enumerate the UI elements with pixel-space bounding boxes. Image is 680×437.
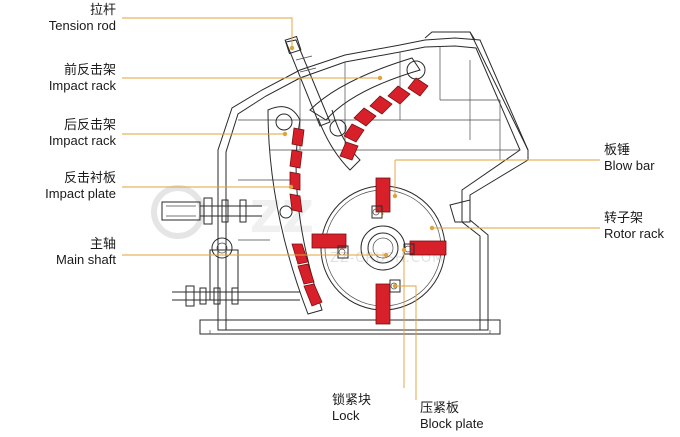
label-tension-rod: 拉杆 Tension rod bbox=[48, 3, 116, 34]
label-tension-rod-zh: 拉杆 bbox=[89, 3, 116, 18]
adjusting-mechanism-lower bbox=[172, 285, 300, 307]
label-block-plate-en: Block plate bbox=[420, 415, 484, 431]
label-rotor-rack-zh: 转子架 bbox=[604, 211, 644, 226]
crusher-housing bbox=[199, 31, 529, 335]
label-rotor-rack: 转子架 Rotor rack bbox=[604, 211, 664, 242]
label-lock-en: Lock bbox=[332, 407, 360, 423]
label-rear-impact-rack-en: Impact rack bbox=[48, 132, 116, 148]
label-blow-bar: 板锤 Blow bar bbox=[604, 143, 655, 174]
label-blow-bar-zh: 板锤 bbox=[604, 143, 631, 158]
label-front-impact-rack-en: Impact rack bbox=[48, 77, 116, 93]
label-main-shaft-en: Main shaft bbox=[56, 251, 116, 267]
label-front-impact-rack: 前反击架 Impact rack bbox=[48, 63, 116, 94]
label-block-plate: 压紧板 Block plate bbox=[420, 401, 484, 432]
label-front-impact-rack-zh: 前反击架 bbox=[63, 63, 116, 78]
label-impact-plate: 反击衬板 Impact plate bbox=[45, 171, 116, 202]
tension-rod bbox=[284, 35, 331, 127]
front-impact-liners bbox=[339, 77, 429, 161]
adjusting-mechanism-upper bbox=[161, 197, 262, 225]
svg-text:ZZ: ZZ bbox=[250, 192, 314, 243]
label-lock: 锁紧块 Lock bbox=[332, 393, 372, 424]
label-rotor-rack-en: Rotor rack bbox=[604, 225, 664, 241]
label-tension-rod-en: Tension rod bbox=[48, 17, 116, 33]
label-impact-plate-zh: 反击衬板 bbox=[63, 171, 116, 186]
leader-lines bbox=[122, 17, 600, 400]
label-rear-impact-rack: 后反击架 Impact rack bbox=[48, 118, 116, 149]
front-impact-rack bbox=[309, 57, 429, 171]
label-main-shaft: 主轴 Main shaft bbox=[56, 237, 116, 268]
label-blow-bar-en: Blow bar bbox=[604, 157, 655, 173]
label-lock-zh: 锁紧块 bbox=[332, 393, 372, 408]
label-impact-plate-en: Impact plate bbox=[45, 185, 116, 201]
blow-bars bbox=[311, 177, 447, 325]
label-block-plate-zh: 压紧板 bbox=[420, 401, 460, 416]
label-main-shaft-zh: 主轴 bbox=[89, 237, 116, 252]
label-rear-impact-rack-zh: 后反击架 bbox=[63, 118, 116, 133]
